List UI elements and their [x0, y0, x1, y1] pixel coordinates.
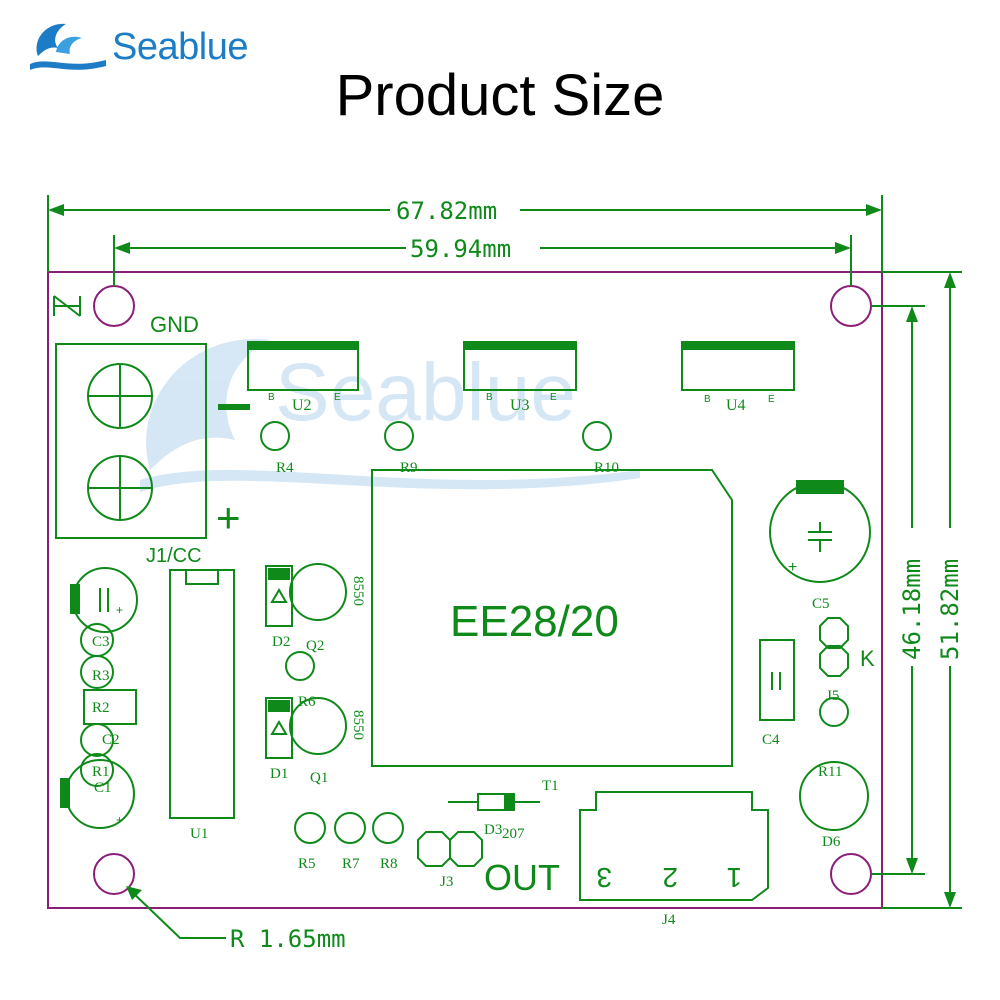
- transformer-label: EE28/20: [450, 597, 619, 646]
- part-8550-q1: 8550: [350, 710, 366, 740]
- gnd-label: GND: [150, 312, 199, 337]
- resistor-r4: [260, 421, 290, 451]
- transformer-outline: [371, 469, 733, 767]
- part-8550-q2: 8550: [350, 576, 366, 606]
- resistor-r10: [582, 421, 612, 451]
- j3-label: J3: [440, 874, 453, 890]
- r11-label: R11: [818, 764, 842, 780]
- brand-name: Seablue: [112, 26, 248, 68]
- r4-label: R4: [276, 460, 294, 476]
- r5-label: R5: [298, 856, 316, 872]
- u2-e-label: E: [334, 392, 341, 403]
- resistor-r6: [285, 651, 315, 681]
- dimension-lines: [47, 195, 962, 939]
- d2-label: D2: [272, 634, 290, 650]
- resistor-r8: [372, 812, 404, 844]
- t1-label: T1: [542, 778, 559, 794]
- u4-e-label: E: [768, 394, 775, 405]
- u3-b-label: B: [486, 392, 493, 403]
- page-title: Product Size: [335, 63, 665, 128]
- c4-label: C4: [762, 732, 780, 748]
- corner-mark: [53, 295, 81, 317]
- j4-pin-2: 2: [662, 862, 678, 893]
- diode-d1: [265, 697, 293, 759]
- watermark: Seablue: [140, 339, 640, 492]
- jumper-j5: [819, 617, 849, 649]
- plus-label: +: [216, 494, 241, 541]
- diode-d6: [799, 761, 869, 831]
- dimension-hole-spacing-width: 59.94mm: [410, 235, 511, 263]
- j4-label: J4: [662, 912, 676, 928]
- capacitor-c2: [80, 723, 114, 757]
- mounting-hole-bottom-left: [93, 853, 135, 895]
- r2-label: R2: [92, 700, 110, 716]
- u3-e-label: E: [550, 392, 557, 403]
- r1-label: R1: [92, 764, 110, 780]
- c5-label: C5: [812, 596, 830, 612]
- j4-pin-3: 3: [596, 862, 612, 893]
- capacitor-c3: [72, 567, 138, 633]
- board-outline: [47, 271, 883, 909]
- d3-part-label: 207: [502, 826, 525, 842]
- watermark-text: Seablue: [275, 347, 576, 438]
- resistor-r7: [334, 812, 366, 844]
- j4-pin-1: 1: [726, 862, 742, 893]
- transistor-q2: [289, 563, 347, 621]
- resistor-r2: [83, 689, 137, 725]
- c5-plus: +: [788, 559, 797, 576]
- dimension-overall-width: 67.82mm: [396, 197, 497, 225]
- j1-label: J1/CC: [146, 545, 202, 567]
- q1-label: Q1: [310, 770, 328, 786]
- d1-label: D1: [270, 766, 288, 782]
- transistor-q1: [289, 697, 347, 755]
- r6-label: R6: [298, 694, 316, 710]
- u1-label: U1: [190, 826, 208, 842]
- c3-label: C3: [92, 634, 110, 650]
- d6-label: D6: [822, 834, 841, 850]
- u3-label: U3: [510, 397, 530, 414]
- diode-d2: [265, 565, 293, 627]
- dimension-hole-radius: R 1.65mm: [230, 925, 346, 953]
- c1-label: C1: [94, 780, 112, 796]
- r8-label: R8: [380, 856, 398, 872]
- u4-b-label: B: [704, 394, 711, 405]
- resistor-r1: [80, 753, 114, 787]
- mounting-hole-top-right: [830, 285, 872, 327]
- u2-label: U2: [292, 397, 312, 414]
- minus-sign-bar: [218, 404, 250, 410]
- terminal-block: [55, 343, 207, 539]
- resistor-r3: [80, 655, 114, 689]
- connector-j4: [579, 791, 769, 901]
- c2-label: C2: [102, 732, 120, 748]
- brand-logo: Seablue: [28, 12, 248, 74]
- j5-label: J5: [826, 688, 839, 704]
- k-label: K: [860, 646, 875, 671]
- mounting-hole-bottom-right: [830, 853, 872, 895]
- r9-label: R9: [400, 460, 418, 476]
- c3-plus: +: [116, 603, 123, 617]
- r7-label: R7: [342, 856, 360, 872]
- ic-u1: [169, 569, 235, 819]
- out-label: OUT: [484, 857, 560, 898]
- dimension-hole-spacing-height: 46.18mm: [898, 559, 926, 660]
- wave-icon: [30, 23, 106, 70]
- r3-label: R3: [92, 668, 110, 684]
- c1-plus: +: [116, 813, 123, 827]
- mounting-hole-top-left: [93, 285, 135, 327]
- d3-label: D3: [484, 822, 502, 838]
- resistor-r5: [294, 812, 326, 844]
- u2-b-label: B: [268, 392, 275, 403]
- resistor-r9: [384, 421, 414, 451]
- dimension-overall-height: 51.82mm: [936, 559, 964, 660]
- jumper-j3: [417, 831, 451, 867]
- q2-label: Q2: [306, 638, 324, 654]
- u4-label: U4: [726, 397, 746, 414]
- dimension-arrows: [48, 204, 956, 908]
- capacitor-c4: [759, 639, 795, 721]
- r10-label: R10: [594, 460, 619, 476]
